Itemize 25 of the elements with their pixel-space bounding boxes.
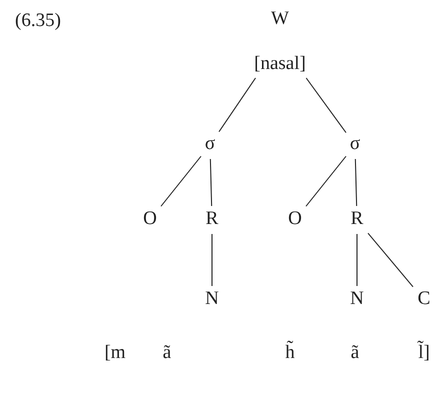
segment-label: l̃] [418,342,430,365]
tree-node-label: N [350,288,364,311]
tree-branch [160,156,202,207]
segment-label: ã [162,342,172,365]
segment-label: [m [104,342,126,365]
tree-branch [354,158,358,206]
tree-branch [306,156,346,207]
tree-node-label: C [418,288,430,311]
segment-label: ã [350,342,360,365]
tree-node-label: O [288,208,302,231]
tree-branch [218,78,256,132]
tree-branch [356,234,358,286]
segment-label: h̃ [285,342,295,365]
tree-node-label: R [206,208,218,231]
tree-branch [306,78,346,134]
tree-node-label: R [350,208,364,231]
feature-label: [nasal] [254,53,306,76]
tree-node-label: σ [350,133,360,156]
tree-branch [210,158,212,206]
tree-node-label: O [143,208,157,231]
word-node-label: W [271,8,289,31]
tree-branch [368,232,414,288]
tree-node-label: N [205,288,219,311]
example-number: (6.35) [15,10,61,33]
tree-node-label: σ [204,133,216,156]
